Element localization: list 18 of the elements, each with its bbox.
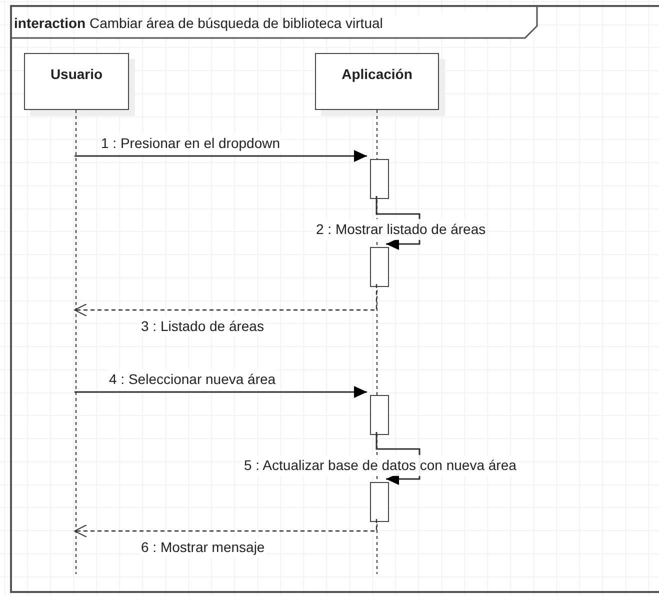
frame-title: interaction Cambiar área de búsqueda de biblioteca virtual [14, 14, 383, 33]
activation-bar [370, 247, 389, 287]
message-arrow [74, 150, 367, 162]
message-label: 1 : Presionar en el dropdown [100, 133, 281, 154]
message-label: 3 : Listado de áreas [140, 316, 265, 337]
lifeline-name: Usuario [50, 65, 103, 84]
message-label: 2 : Mostrar listado de áreas [315, 219, 487, 240]
interaction-frame [10, 5, 659, 593]
message-label: 6 : Mostrar mensaje [140, 537, 266, 558]
activation-bar [370, 482, 389, 522]
message-label: 5 : Actualizar base de datos con nueva área [243, 455, 518, 476]
lifeline-name: Aplicación [342, 65, 412, 84]
return-message-arrow [74, 519, 378, 538]
activation-bar [370, 395, 389, 435]
return-message-arrow [74, 284, 378, 316]
message-arrow [74, 386, 367, 398]
message-label: 4 : Seleccionar nueva área [108, 369, 277, 390]
activation-bar [370, 159, 389, 199]
